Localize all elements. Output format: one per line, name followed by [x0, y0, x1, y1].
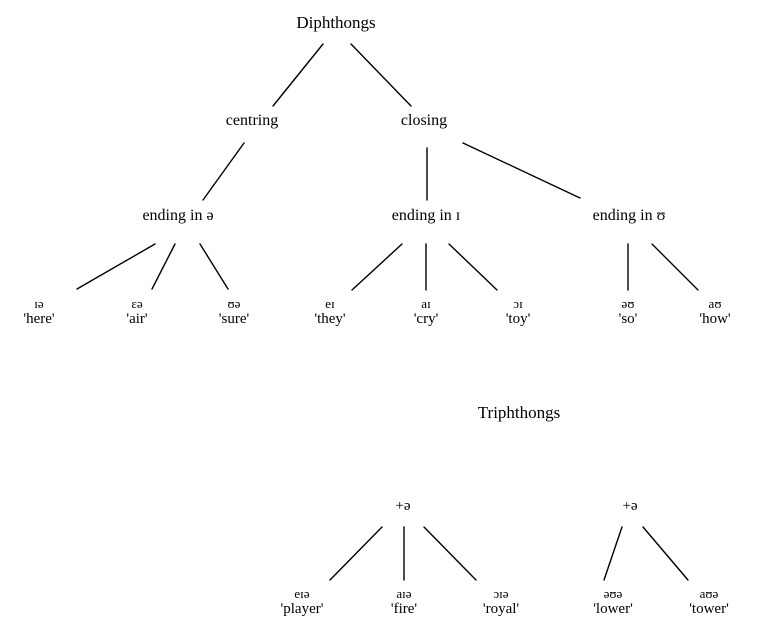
leaf-fire: aɪə 'fire': [390, 586, 418, 618]
leaf-sure: ʊə 'sure': [218, 296, 250, 328]
leaf-toy: ɔɪ 'toy': [505, 296, 531, 328]
edge-triphthong-right-leaf-1: [603, 526, 623, 581]
edge-diphthongs-closing: [350, 43, 412, 107]
node-centring: centring: [225, 112, 279, 129]
leaf-gloss: 'sure': [218, 311, 250, 328]
leaf-ipa: aʊə: [699, 586, 719, 601]
leaf-cry: aɪ 'cry': [413, 296, 439, 328]
leaf-gloss: 'tower': [689, 601, 729, 618]
leaf-ipa: əʊ: [621, 296, 635, 311]
leaf-gloss: 'lower': [593, 601, 633, 618]
edge-triphthong-right-leaf-2: [642, 526, 689, 581]
edge-centring-ending-schwa: [202, 142, 245, 201]
leaf-ipa: ɔɪə: [493, 586, 509, 601]
edge-ending-i-leaf-1: [351, 243, 403, 291]
node-closing: closing: [400, 112, 448, 129]
leaf-air: ɛə 'air': [126, 296, 148, 328]
leaf-gloss: 'how': [699, 311, 731, 328]
leaf-ipa: ʊə: [227, 296, 241, 311]
leaf-royal: ɔɪə 'royal': [482, 586, 520, 618]
node-triphthong-plus-schwa-left: +ə: [395, 498, 411, 514]
leaf-ipa: ɔɪ: [513, 296, 523, 311]
leaf-lower: əʊə 'lower': [593, 586, 633, 618]
leaf-gloss: 'here': [23, 311, 55, 328]
leaf-so: əʊ 'so': [618, 296, 638, 328]
edge-ending-i-leaf-3: [448, 243, 498, 291]
leaf-gloss: 'air': [126, 311, 148, 328]
leaf-here: ɪə 'here': [23, 296, 55, 328]
leaf-gloss: 'toy': [505, 311, 531, 328]
leaf-gloss: 'so': [618, 311, 638, 328]
edge-triphthong-left-leaf-3: [423, 526, 477, 581]
edge-closing-ending-u: [462, 142, 581, 199]
node-ending-in-small-capital-i: ending in ɪ: [391, 207, 461, 224]
node-ending-in-schwa: ending in ə: [142, 207, 214, 224]
leaf-tower: aʊə 'tower': [689, 586, 729, 618]
leaf-ipa: eɪ: [325, 296, 335, 311]
leaf-player: eɪə 'player': [280, 586, 324, 618]
edge-ending-schwa-leaf-1: [76, 243, 156, 290]
edge-diphthongs-centring: [272, 43, 324, 107]
leaf-ipa: eɪə: [294, 586, 310, 601]
leaf-ipa: əʊə: [603, 586, 623, 601]
leaf-ipa: ɪə: [34, 296, 44, 311]
edge-triphthong-left-leaf-1: [329, 526, 383, 581]
triphthongs-title: Triphthongs: [477, 403, 561, 422]
leaf-how: aʊ 'how': [699, 296, 731, 328]
edge-ending-schwa-leaf-2: [151, 243, 176, 290]
leaf-gloss: 'royal': [482, 601, 520, 618]
node-triphthong-plus-schwa-right: +ə: [622, 498, 638, 514]
leaf-they: eɪ 'they': [314, 296, 346, 328]
leaf-ipa: aɪ: [421, 296, 431, 311]
leaf-ipa: aʊ: [708, 296, 722, 311]
leaf-gloss: 'fire': [390, 601, 418, 618]
leaf-gloss: 'player': [280, 601, 324, 618]
node-ending-in-upsilon: ending in ʊ: [592, 207, 666, 224]
leaf-ipa: ɛə: [131, 296, 143, 311]
leaf-gloss: 'cry': [413, 311, 439, 328]
leaf-gloss: 'they': [314, 311, 346, 328]
edge-ending-schwa-leaf-3: [199, 243, 229, 290]
edge-ending-u-leaf-2: [651, 243, 699, 291]
leaf-ipa: aɪə: [396, 586, 412, 601]
diphthongs-title: Diphthongs: [296, 13, 376, 32]
